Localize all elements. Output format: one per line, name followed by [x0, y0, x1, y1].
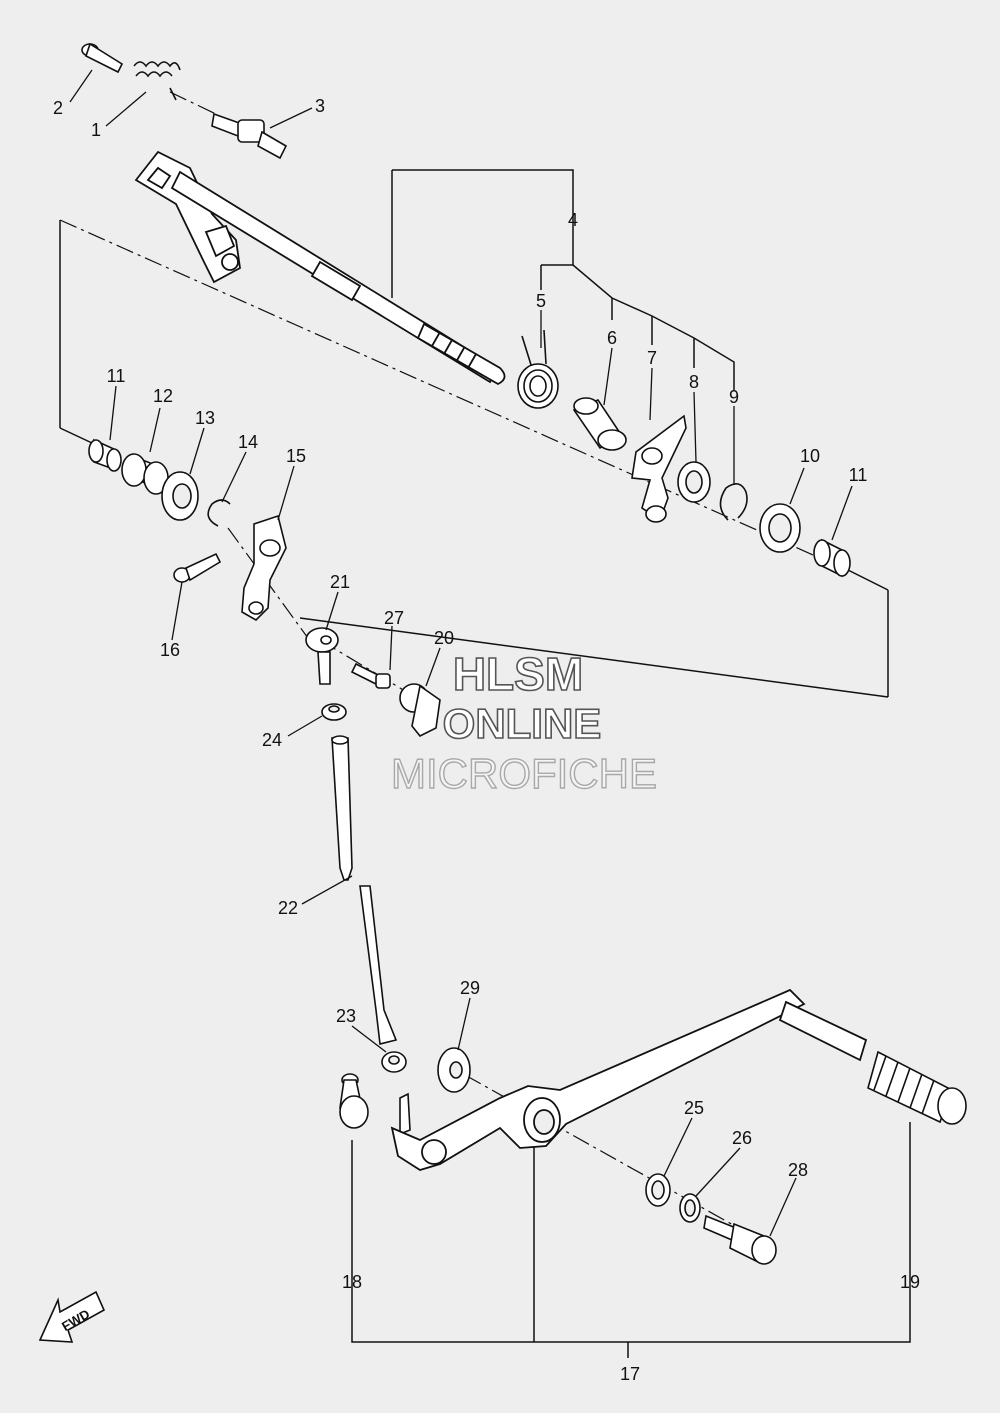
part-29-washer — [437, 1047, 471, 1093]
part-19-footpeg-rubber — [867, 1050, 967, 1125]
callout-15: 15 — [286, 446, 306, 466]
callout-8: 8 — [689, 372, 699, 392]
callout-11-left: 11 — [107, 366, 126, 386]
callout-18: 18 — [342, 1272, 362, 1292]
watermark-line-3: MICROFICHE — [391, 750, 657, 797]
part-13-washer — [161, 471, 199, 521]
shift-shaft — [134, 150, 506, 386]
part-9-circlip — [719, 483, 748, 521]
callout-29: 29 — [460, 978, 480, 998]
callout-6: 6 — [607, 328, 617, 348]
callout-27: 27 — [384, 608, 404, 628]
part-28-pivot-bolt — [703, 1214, 777, 1265]
part-27-bolt — [350, 662, 391, 689]
part-10-washer — [759, 503, 801, 553]
callout-10: 10 — [800, 446, 820, 466]
part-20-rod-end — [399, 683, 441, 738]
callout-17: 17 — [620, 1364, 640, 1384]
callout-28: 28 — [788, 1160, 808, 1180]
part-26-washer — [679, 1193, 701, 1223]
watermark-line-2: ONLINE — [443, 700, 602, 747]
part-5-torsion-spring — [517, 329, 559, 409]
part-2-bolt — [81, 42, 124, 74]
callout-12: 12 — [153, 386, 173, 406]
callout-19: 19 — [900, 1272, 920, 1292]
callout-labels: 1 2 3 4 5 6 7 8 9 10 11 11 12 13 14 15 1… — [53, 96, 920, 1384]
part-3-stud — [211, 112, 288, 160]
leader-lines — [69, 69, 853, 1237]
callout-11-right: 11 — [849, 465, 868, 485]
part-12-oil-seal — [121, 453, 169, 495]
watermark-line-1: HLSM — [453, 648, 583, 700]
part-7-shift-plate — [631, 414, 687, 523]
part-6-collar — [572, 397, 627, 451]
part-11-bearing-left — [88, 438, 122, 472]
part-18-pivot — [339, 1073, 411, 1136]
callout-7: 7 — [647, 348, 657, 368]
part-15-shift-arm — [241, 514, 287, 621]
callout-3: 3 — [315, 96, 325, 116]
callout-9: 9 — [729, 387, 739, 407]
callout-23: 23 — [336, 1006, 356, 1026]
part-21-rod-end — [305, 627, 339, 685]
callout-21: 21 — [330, 572, 350, 592]
callout-24: 24 — [262, 730, 282, 750]
callout-16: 16 — [160, 640, 180, 660]
callout-20: 20 — [434, 628, 454, 648]
group-brackets — [59, 169, 911, 1358]
callout-25: 25 — [684, 1098, 704, 1118]
callout-14: 14 — [238, 432, 258, 452]
part-24-nut — [321, 703, 347, 721]
callout-26: 26 — [732, 1128, 752, 1148]
callout-5: 5 — [536, 291, 546, 311]
part-22-shift-rod — [331, 735, 398, 1045]
part-11-bearing-right — [813, 538, 851, 578]
callout-22: 22 — [278, 898, 298, 918]
part-14-circlip — [207, 499, 231, 527]
part-1-spring — [133, 61, 181, 101]
part-23-nut — [381, 1051, 407, 1073]
callout-13: 13 — [195, 408, 215, 428]
callout-1: 1 — [91, 120, 101, 140]
part-8-washer — [677, 461, 711, 503]
callout-4: 4 — [568, 210, 578, 230]
callout-2: 2 — [53, 98, 63, 118]
part-17-shift-pedal — [390, 988, 868, 1171]
watermark: HLSM ONLINE MICROFICHE — [390, 647, 657, 798]
part-25-washer — [645, 1173, 671, 1207]
